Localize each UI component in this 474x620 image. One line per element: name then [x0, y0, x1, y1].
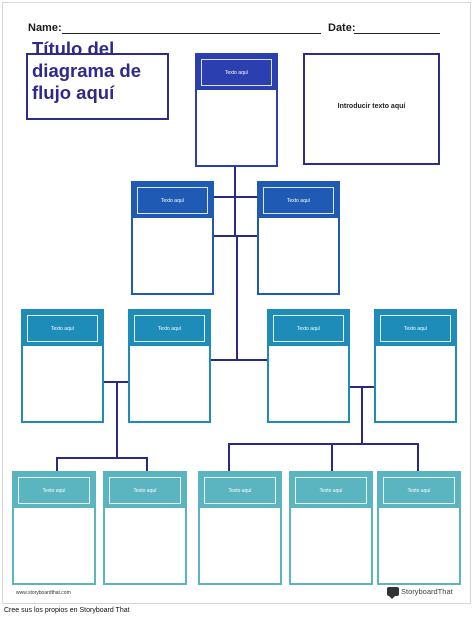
flow-box-header: Texto aquí [133, 183, 212, 218]
intro-text: Introducir texto aquí [337, 103, 406, 110]
flow-box-level4-d[interactable]: Texto aquí [289, 471, 373, 585]
flow-box-label[interactable]: Texto aquí [201, 59, 272, 86]
flow-box-header: Texto aquí [259, 183, 338, 218]
flow-box-label[interactable]: Texto aquí [263, 187, 334, 214]
connector-l3-right-down [361, 387, 363, 444]
connector-l4-b [146, 457, 148, 472]
connector-l4-c [228, 443, 230, 472]
title-box [26, 53, 169, 120]
footer-caption[interactable]: Cree sus los propios en Storyboard That [4, 607, 130, 614]
flow-box-level4-a[interactable]: Texto aquí [12, 471, 96, 585]
flow-box-header: Texto aquí [130, 311, 209, 346]
flow-box-level3-d[interactable]: Texto aquí [374, 309, 457, 423]
flow-box-header: Texto aquí [200, 473, 280, 508]
connector-l4-a [56, 457, 58, 472]
connector-l4-d [331, 443, 333, 472]
flow-box-label[interactable]: Texto aquí [383, 477, 455, 504]
flow-box-level3-c[interactable]: Texto aquí [267, 309, 350, 423]
flow-box-label[interactable]: Texto aquí [273, 315, 344, 342]
flow-box-header: Texto aquí [291, 473, 371, 508]
connector-l2-to-l3 [236, 236, 238, 360]
flow-box-label[interactable]: Texto aquí [109, 477, 181, 504]
connector-l4-e [417, 443, 419, 472]
flowchart-title[interactable]: Título del diagrama de flujo aquí [32, 38, 141, 103]
flow-box-label[interactable]: Texto aquí [18, 477, 90, 504]
flow-box-level2-right[interactable]: Texto aquí [257, 181, 340, 295]
name-field[interactable] [62, 33, 321, 34]
flow-box-label[interactable]: Texto aquí [137, 187, 208, 214]
brand-name: StoryboardThat [401, 587, 453, 596]
connector-l2-mid [234, 196, 236, 236]
flow-box-header: Texto aquí [23, 311, 102, 346]
name-label: Name: [28, 22, 62, 34]
speech-bubble-icon [387, 587, 399, 599]
flow-box-label[interactable]: Texto aquí [380, 315, 451, 342]
date-field[interactable] [354, 33, 440, 34]
connector-l3-left-down [116, 382, 118, 457]
footer-url: www.storyboardthat.com [16, 590, 71, 596]
flow-box-level1[interactable]: Texto aquí [195, 53, 278, 167]
flow-box-level3-b[interactable]: Texto aquí [128, 309, 211, 423]
flow-box-header: Texto aquí [105, 473, 185, 508]
storyboardthat-logo: StoryboardThat [387, 586, 453, 599]
flow-box-header: Texto aquí [14, 473, 94, 508]
flow-box-header: Texto aquí [379, 473, 459, 508]
flow-box-level4-b[interactable]: Texto aquí [103, 471, 187, 585]
connector-l4-left-bar [56, 457, 148, 459]
flow-box-header: Texto aquí [376, 311, 455, 346]
connector-l1-down [234, 166, 236, 196]
connector-l4-right-bar [228, 443, 418, 445]
connector-l2-bottom [213, 235, 258, 237]
flow-box-level4-c[interactable]: Texto aquí [198, 471, 282, 585]
flow-box-header: Texto aquí [197, 55, 276, 90]
flow-box-header: Texto aquí [269, 311, 348, 346]
flow-box-label[interactable]: Texto aquí [27, 315, 98, 342]
flow-box-level3-a[interactable]: Texto aquí [21, 309, 104, 423]
flow-box-label[interactable]: Texto aquí [295, 477, 367, 504]
flow-box-level2-left[interactable]: Texto aquí [131, 181, 214, 295]
date-label: Date: [328, 22, 356, 34]
flow-box-level4-e[interactable]: Texto aquí [377, 471, 461, 585]
flow-box-label[interactable]: Texto aquí [204, 477, 276, 504]
flow-box-label[interactable]: Texto aquí [134, 315, 205, 342]
connector-l3-center [210, 359, 268, 361]
intro-text-box[interactable]: Introducir texto aquí [303, 53, 440, 165]
